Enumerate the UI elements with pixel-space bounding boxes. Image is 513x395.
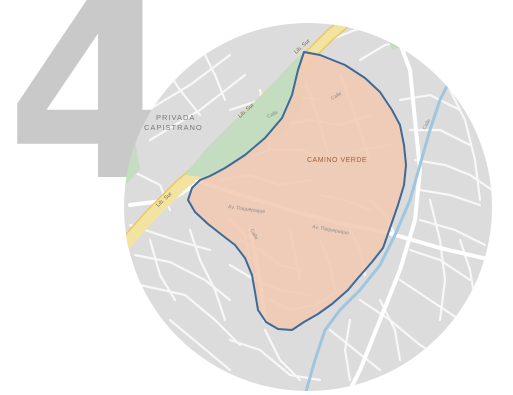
district-label-line1: PRIVADA xyxy=(156,113,195,122)
map-area: Lib. Sur Lib. Sur Lib. Sur PRIVADA CAPIS… xyxy=(124,23,492,391)
street-label-3: Calle xyxy=(248,228,259,241)
avenue-label-1: Av. Tlaquepaque xyxy=(228,204,266,215)
camino-verde-zone xyxy=(187,51,407,331)
district-label-line2: CAPISTRANO xyxy=(144,123,203,132)
park-area xyxy=(185,55,305,178)
street-label-2: Calle xyxy=(330,91,343,102)
street-label-4: Calle xyxy=(422,118,433,131)
river xyxy=(303,39,472,391)
street-label-1: Calle xyxy=(266,109,279,119)
zone-label: CAMINO VERDE xyxy=(307,157,367,164)
